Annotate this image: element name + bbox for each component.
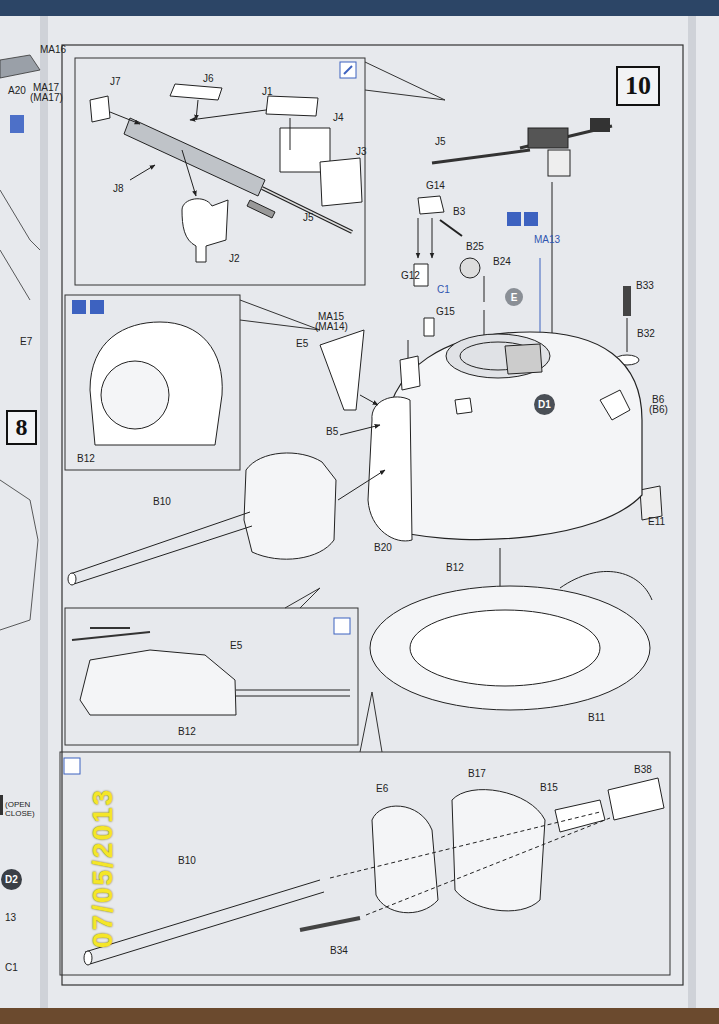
part-label: B5 <box>326 426 338 437</box>
part-label: (OPEN CLOSE) <box>5 800 43 818</box>
part-label: MA17 <box>33 82 59 93</box>
step-number: 10 <box>616 66 660 106</box>
part-label: G12 <box>401 270 420 281</box>
part-label: B3 <box>453 206 465 217</box>
part-label: B25 <box>466 241 484 252</box>
node-text: 10 <box>625 71 651 101</box>
part-label: MA13 <box>534 234 560 245</box>
part-label: 13 <box>5 912 16 923</box>
part-label: J7 <box>110 76 121 87</box>
part-label: E7 <box>20 336 32 347</box>
part-label: B33 <box>636 280 654 291</box>
part-label: B12 <box>77 453 95 464</box>
part-label: E5 <box>296 338 308 349</box>
part-label: B34 <box>330 945 348 956</box>
sprue-letter: D1 <box>534 394 555 415</box>
part-label: MA16 <box>40 44 66 55</box>
part-label: J5 <box>303 212 314 223</box>
part-label: B10 <box>178 855 196 866</box>
sprue-letter: D2 <box>1 869 22 890</box>
part-label: J8 <box>113 183 124 194</box>
part-label: B38 <box>634 764 652 775</box>
part-label: B12 <box>178 726 196 737</box>
part-label: B6 <box>652 394 664 405</box>
date-stamp: 07/05/2013 <box>88 788 118 948</box>
part-label: (MA14) <box>315 321 348 332</box>
sprue-letter: E <box>505 288 523 306</box>
step-number: 8 <box>6 410 37 445</box>
part-label: B20 <box>374 542 392 553</box>
part-label: B24 <box>493 256 511 267</box>
part-label: J3 <box>356 146 367 157</box>
part-label: G14 <box>426 180 445 191</box>
part-label: E5 <box>230 640 242 651</box>
part-label: MA15 <box>318 311 344 322</box>
part-label: G15 <box>436 306 455 317</box>
part-label: (B6) <box>649 404 668 415</box>
part-label: J2 <box>229 253 240 264</box>
part-label: B17 <box>468 768 486 779</box>
part-label: J5 <box>435 136 446 147</box>
part-label: C1 <box>437 284 450 295</box>
node-text: D1 <box>538 399 551 410</box>
part-label: B11 <box>588 712 605 723</box>
part-label: B10 <box>153 496 171 507</box>
part-label: E6 <box>376 783 388 794</box>
part-label: B15 <box>540 782 558 793</box>
part-label: J4 <box>333 112 344 123</box>
node-text: E <box>511 292 518 303</box>
part-label: A20 <box>8 85 26 96</box>
part-label: J6 <box>203 73 214 84</box>
node-text: 8 <box>16 414 28 441</box>
part-label: J1 <box>262 86 273 97</box>
part-label: E11 <box>648 516 665 527</box>
part-label: B32 <box>637 328 655 339</box>
part-label: (MA17) <box>30 92 63 103</box>
part-label: C1 <box>5 962 18 973</box>
node-text: D2 <box>5 874 18 885</box>
part-label: B12 <box>446 562 464 573</box>
